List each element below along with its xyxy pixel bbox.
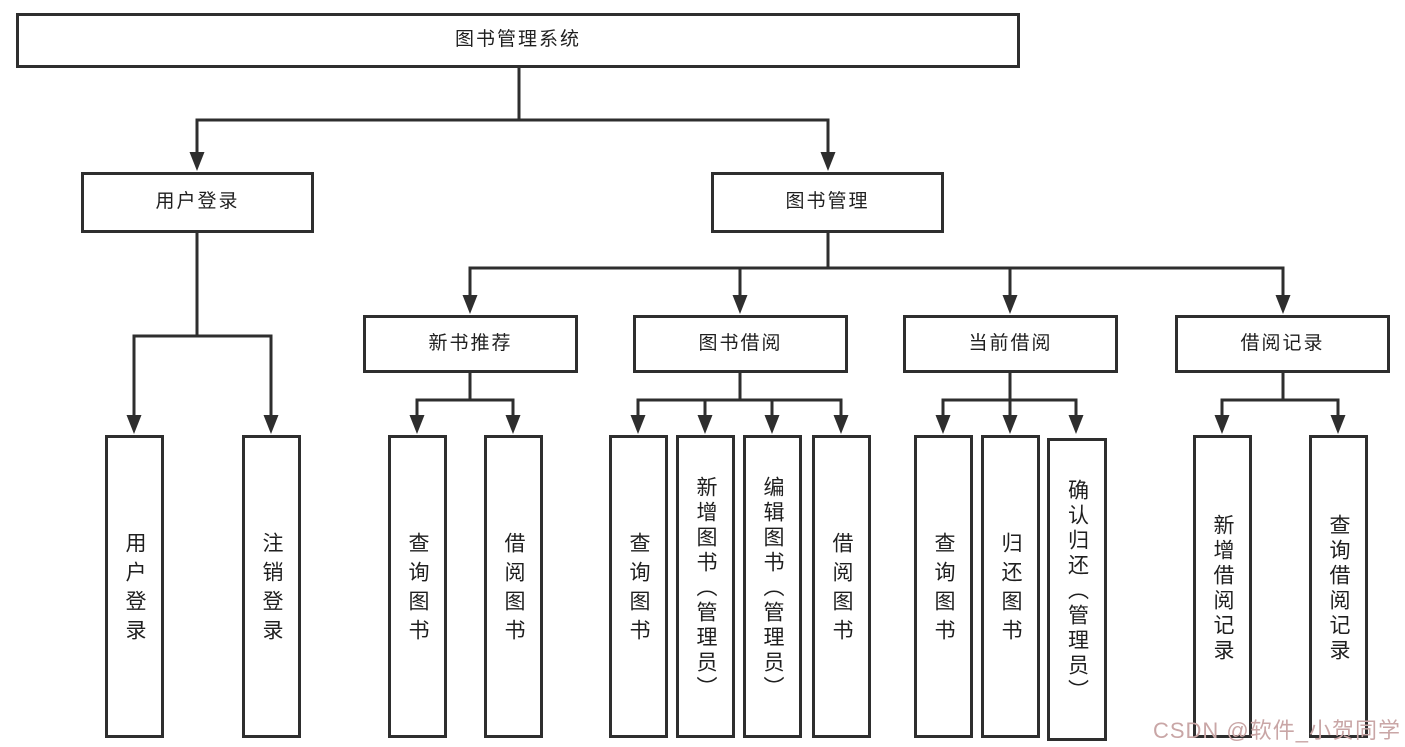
leaf-query-book-3: 查询图书	[914, 435, 973, 738]
leaf-query-book-1: 查询图书	[388, 435, 447, 738]
node-new-book-recommend: 新书推荐	[363, 315, 578, 373]
node-book-management: 图书管理	[711, 172, 944, 233]
leaf-query-book-2: 查询图书	[609, 435, 668, 738]
leaf-borrow-book-2: 借阅图书	[812, 435, 871, 738]
node-book-borrow: 图书借阅	[633, 315, 848, 373]
node-borrow-record: 借阅记录	[1175, 315, 1390, 373]
leaf-logout: 注销登录	[242, 435, 301, 738]
leaf-user-login: 用户登录	[105, 435, 164, 738]
leaf-edit-book-admin: 编辑图书（管理员）	[743, 435, 802, 738]
leaf-add-borrow-record: 新增借阅记录	[1193, 435, 1252, 738]
leaf-borrow-book-1: 借阅图书	[484, 435, 543, 738]
node-current-borrow: 当前借阅	[903, 315, 1118, 373]
csdn-watermark: CSDN @软件_小贺同学	[1152, 718, 1401, 743]
node-user-login: 用户登录	[81, 172, 314, 233]
leaf-add-book-admin: 新增图书（管理员）	[676, 435, 735, 738]
leaf-confirm-return-admin: 确认归还（管理员）	[1047, 438, 1107, 741]
leaf-return-book: 归还图书	[981, 435, 1040, 738]
leaf-query-borrow-record: 查询借阅记录	[1309, 435, 1368, 738]
node-root: 图书管理系统	[16, 13, 1020, 68]
